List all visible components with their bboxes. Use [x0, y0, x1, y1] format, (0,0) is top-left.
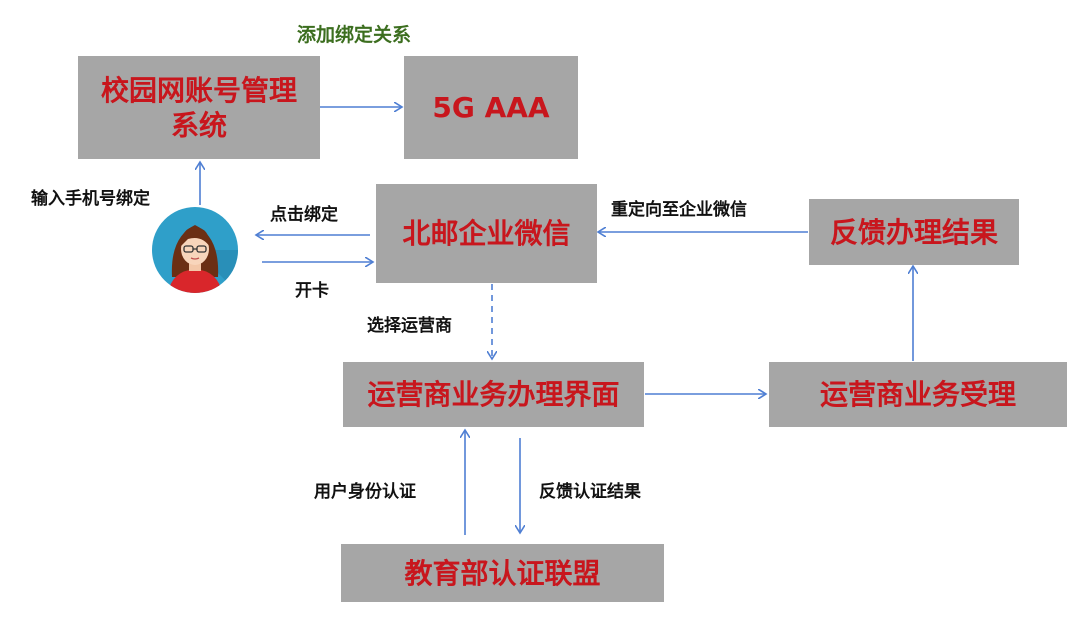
5g-aaa-box: 5G AAA — [404, 56, 578, 159]
bupt-wecom-box: 北邮企业微信 — [376, 184, 597, 283]
add-binding-label: 添加绑定关系 — [297, 24, 412, 46]
redirect-label: 重定向至企业微信 — [611, 200, 747, 220]
edu-auth-alliance-box: 教育部认证联盟 — [341, 544, 664, 602]
carrier-business-ui-box: 运营商业务办理界面 — [343, 362, 644, 427]
campus-account-system-box: 校园网账号管理 系统 — [78, 56, 320, 159]
feedback-auth-label: 反馈认证结果 — [539, 482, 641, 502]
user-avatar-icon — [152, 207, 238, 293]
select-carrier-label: 选择运营商 — [367, 316, 452, 336]
carrier-business-accept-box: 运营商业务受理 — [769, 362, 1067, 427]
input-phone-label: 输入手机号绑定 — [31, 189, 150, 209]
feedback-result-box: 反馈办理结果 — [809, 199, 1019, 265]
open-card-label: 开卡 — [295, 281, 329, 301]
user-id-auth-label: 用户身份认证 — [314, 482, 416, 502]
click-bind-label: 点击绑定 — [270, 205, 338, 225]
